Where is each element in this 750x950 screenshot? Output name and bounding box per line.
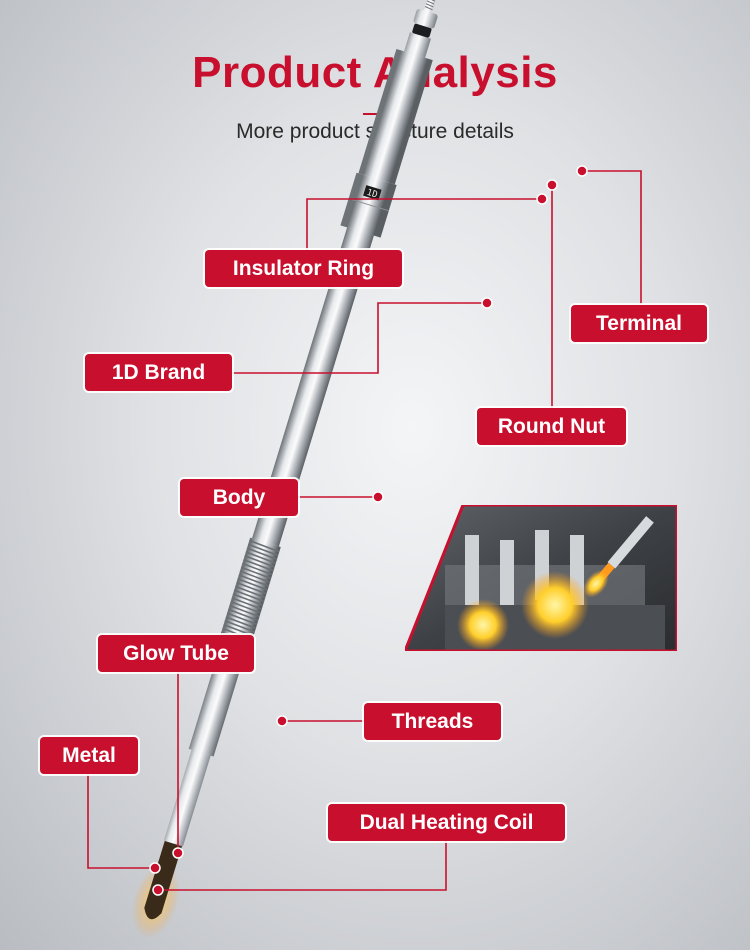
label-body: Body bbox=[180, 479, 298, 516]
callout-dot-insulator-ring bbox=[536, 193, 548, 205]
label-1d-brand: 1D Brand bbox=[85, 354, 232, 391]
callout-dot-body bbox=[372, 491, 384, 503]
label-metal: Metal bbox=[40, 737, 138, 774]
label-dual-heating-coil: Dual Heating Coil bbox=[328, 804, 565, 841]
callout-line-metal bbox=[87, 773, 155, 869]
callout-dot-glow-tube bbox=[172, 847, 184, 859]
title-underline bbox=[363, 113, 387, 115]
callout-dot-dual-heating-coil bbox=[152, 884, 164, 896]
callout-dot-terminal bbox=[576, 165, 588, 177]
callout-line-brand bbox=[232, 302, 487, 374]
engine-inset-image bbox=[405, 505, 677, 651]
callout-line-dual-heating-coil bbox=[158, 840, 447, 891]
label-glow-tube: Glow Tube bbox=[98, 635, 254, 672]
label-round-nut: Round Nut bbox=[477, 408, 626, 445]
page-title: Product Analysis bbox=[192, 48, 558, 97]
label-insulator-ring: Insulator Ring bbox=[205, 250, 402, 287]
brand-mark: 1D bbox=[365, 188, 378, 201]
callout-dot-metal bbox=[149, 862, 161, 874]
callout-dot-round-nut bbox=[546, 179, 558, 191]
label-threads: Threads bbox=[364, 703, 501, 740]
callout-dot-threads bbox=[276, 715, 288, 727]
label-terminal: Terminal bbox=[571, 305, 707, 342]
callout-line-insulator-ring bbox=[306, 198, 542, 250]
callout-dot-brand bbox=[481, 297, 493, 309]
callout-line-terminal bbox=[582, 170, 642, 304]
